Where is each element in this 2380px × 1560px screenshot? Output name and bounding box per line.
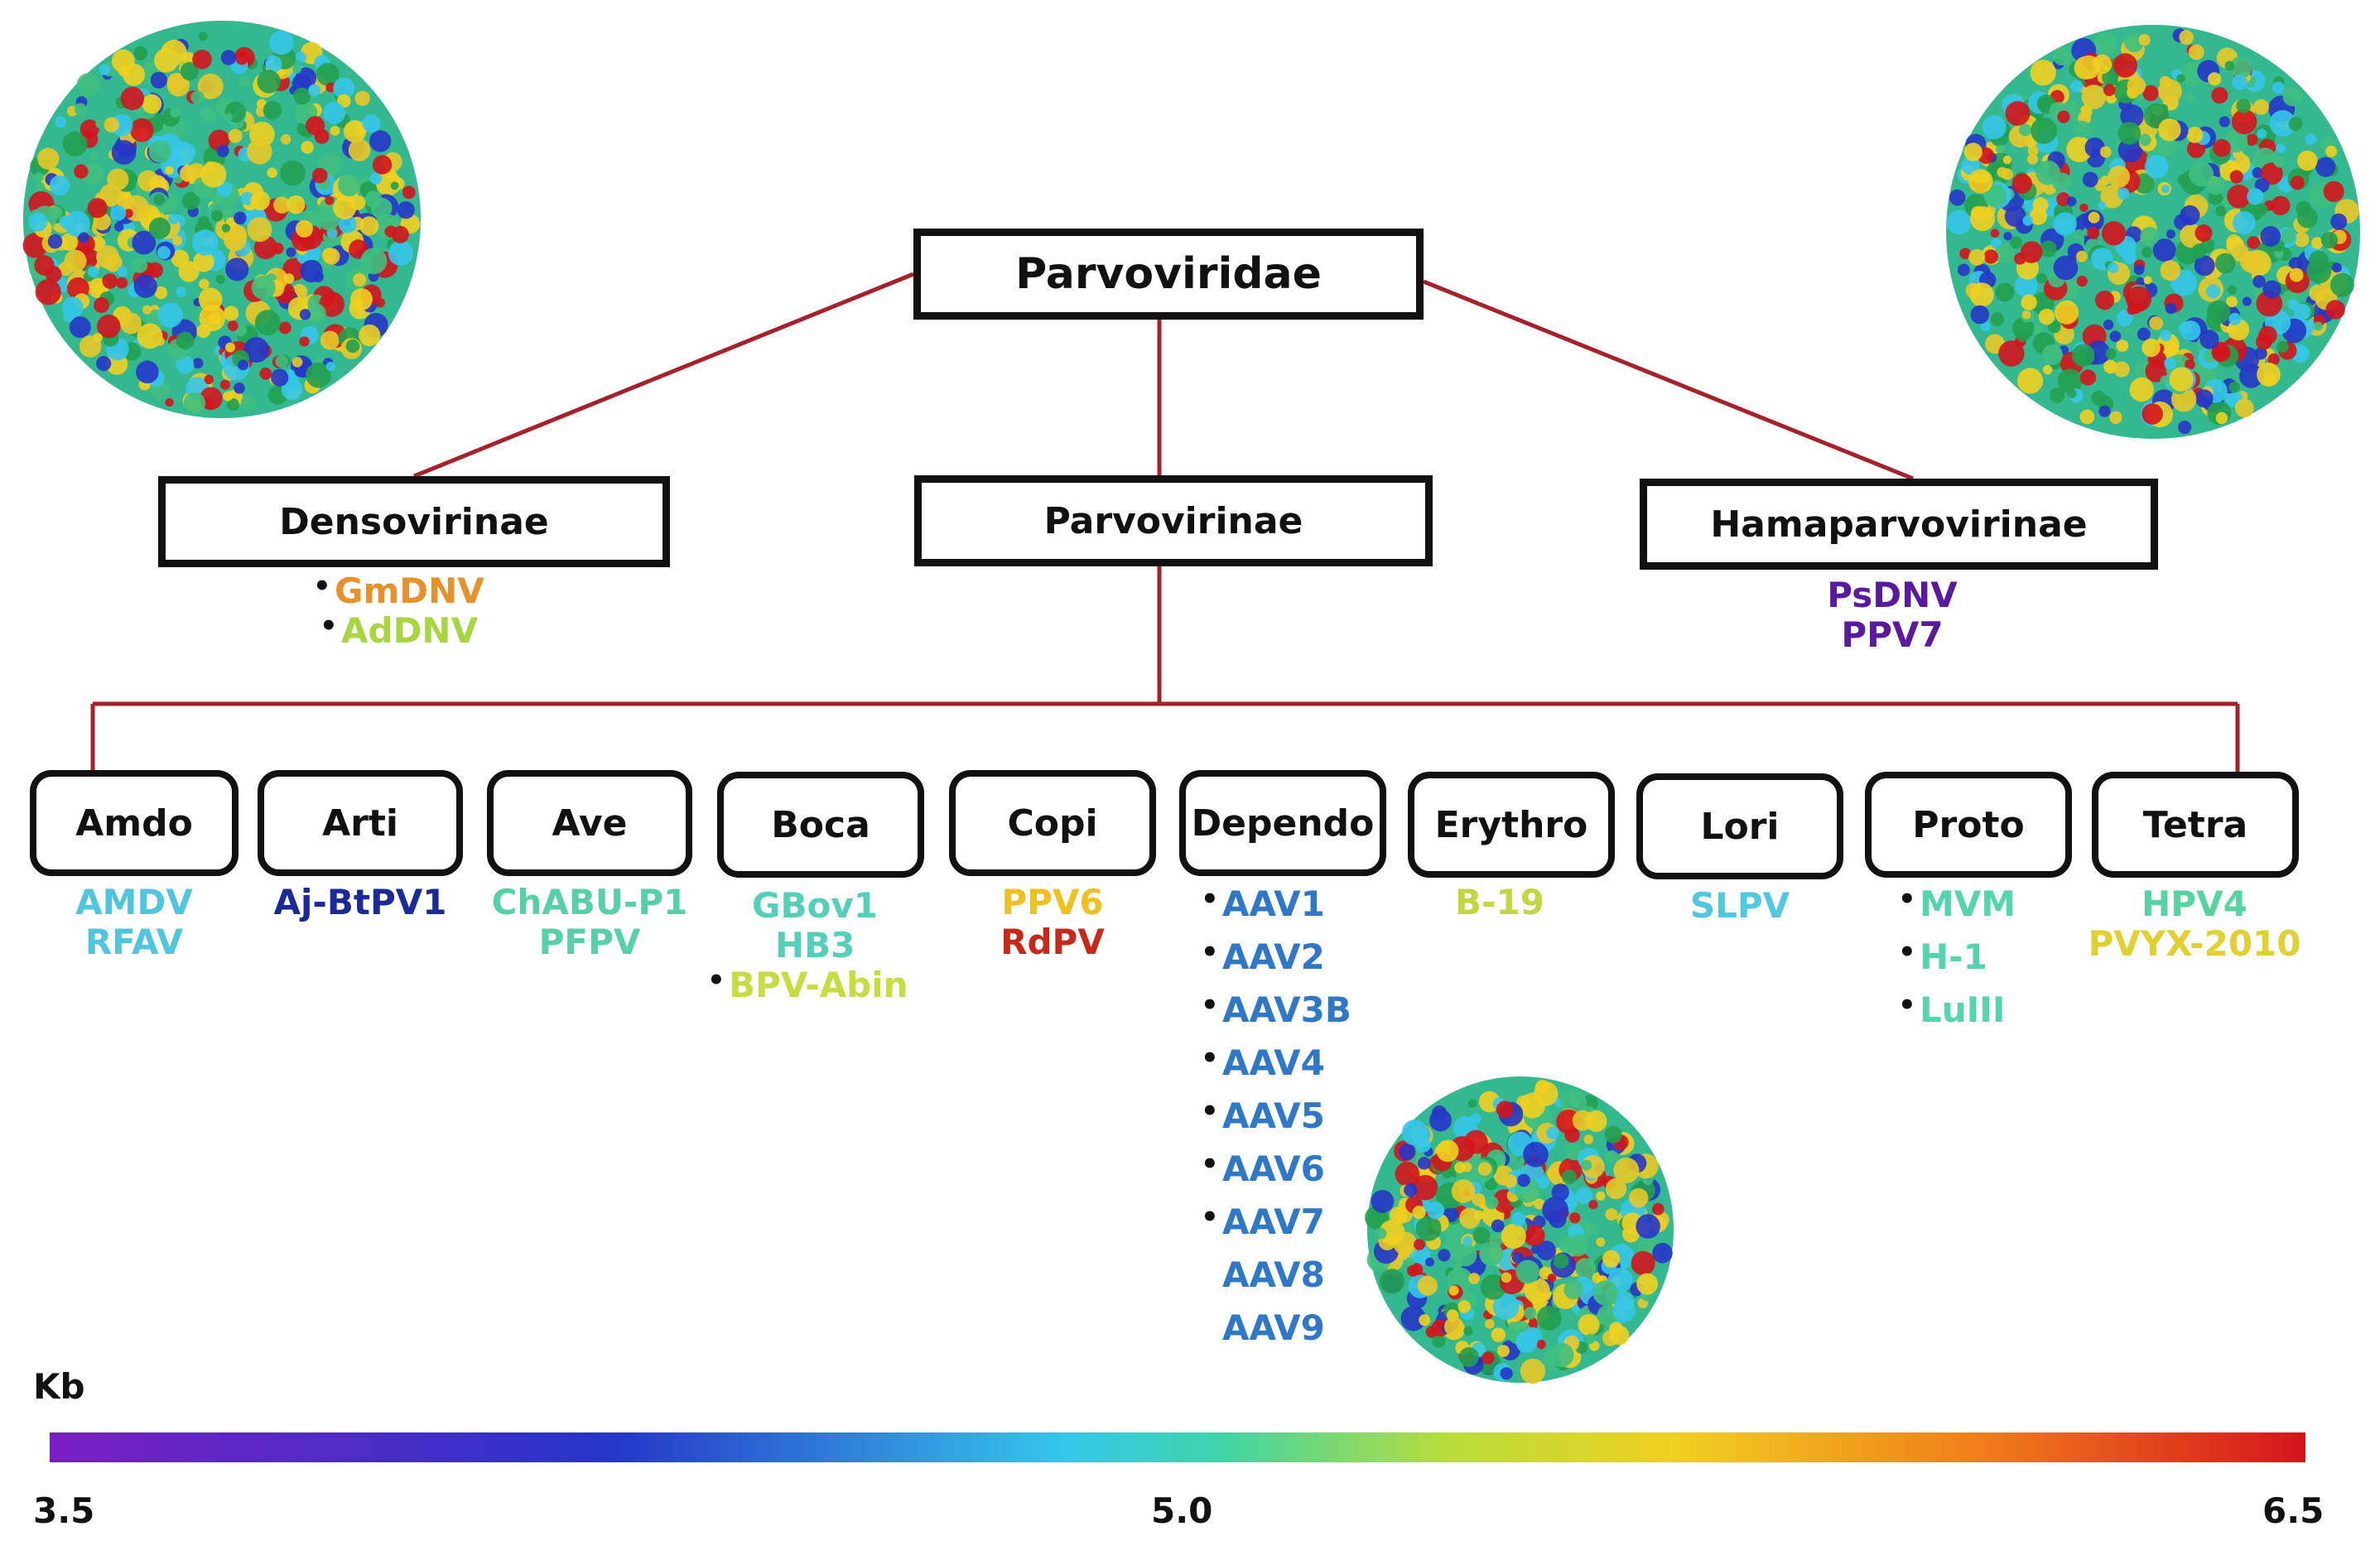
tree-edges (90, 272, 2240, 772)
node-genus-tetra: Tetra (2092, 772, 2299, 878)
member-mvm: MVM (1898, 873, 2016, 931)
dependo-members: AAV1 AAV2 AAV3B AAV4 AAV5 AAV6 AAV7 AAV8… (1201, 873, 1351, 1355)
member-aav8: AAV8 (1222, 1254, 1325, 1295)
tetra-members: HPV4 PVYX-2010 (2070, 884, 2319, 964)
node-densovirinae: Densovirinae (158, 476, 670, 567)
node-genus-lori: Lori (1636, 773, 1843, 879)
node-label: Densovirinae (279, 500, 549, 543)
arti-members: Aj-BtPV1 (248, 883, 472, 922)
node-parvovirinae: Parvovirinae (914, 475, 1433, 566)
node-genus-dependo: Dependo (1179, 770, 1386, 876)
member-hpv4: HPV4 (2142, 884, 2248, 924)
node-genus-ave: Ave (487, 770, 692, 876)
virion-structure-densovirinae (22, 21, 421, 418)
node-label: Lori (1700, 805, 1780, 848)
node-hamaparvovirinae: Hamaparvovirinae (1640, 479, 2158, 570)
node-label: Tetra (2142, 803, 2248, 846)
member-hb3: HB3 (775, 925, 855, 965)
node-genus-erythro: Erythro (1408, 772, 1615, 878)
densovirinae-members: GmDNV AdDNV (313, 566, 484, 651)
node-label: Amdo (75, 802, 193, 845)
node-label: Proto (1912, 803, 2025, 846)
member-gbov1: GBov1 (752, 885, 878, 926)
member-pvyx-2010: PVYX-2010 (2088, 923, 2301, 964)
member-pfpv: PFPV (538, 922, 641, 962)
virion-structure-dependoparvovirus (1365, 1076, 1674, 1384)
node-genus-amdo: Amdo (30, 770, 238, 876)
member-aav5: AAV5 (1201, 1085, 1351, 1143)
scale-tick-min: 3.5 (33, 1490, 95, 1531)
edge-root-to-hamaparvovirinae (1423, 279, 1914, 481)
node-label: Arti (322, 802, 398, 845)
node-genus-copi: Copi (949, 770, 1156, 876)
node-parvoviridae: Parvoviridae (913, 229, 1424, 320)
member-rfav: RFAV (84, 922, 184, 962)
node-label: Ave (552, 802, 628, 845)
node-genus-boca: Boca (717, 772, 924, 878)
member-ppv6: PPV6 (1001, 882, 1104, 922)
node-label: Copi (1007, 802, 1098, 845)
node-label: Parvoviridae (1015, 249, 1322, 299)
edge-root-to-densovirinae (413, 272, 914, 479)
node-label: Parvovirinae (1043, 499, 1303, 542)
member-aav4: AAV4 (1201, 1032, 1351, 1090)
member-aav7: AAV7 (1201, 1191, 1351, 1249)
member-addnv: AdDNV (320, 606, 484, 651)
virion-structures (22, 21, 2360, 1384)
scale-tick-mid: 5.0 (1151, 1490, 1213, 1531)
member-aav2: AAV2 (1201, 926, 1351, 984)
member-bpv-abin: BPV-Abin (707, 961, 908, 1005)
member-luiii: LuIII (1898, 979, 2016, 1037)
member-h-1: H-1 (1898, 926, 2016, 984)
member-gmdnv: GmDNV (313, 566, 484, 611)
ave-members: ChABU-P1 PFPV (475, 883, 704, 962)
member-psdnv: PsDNV (1827, 575, 1958, 615)
virion-structure-hamaparvovirinae (1946, 25, 2360, 439)
boca-members: GBov1 HB3 BPV-Abin (707, 885, 908, 1005)
member-ppv7: PPV7 (1841, 614, 1944, 655)
member-slpv: SLPV (1689, 885, 1790, 926)
node-genus-proto: Proto (1865, 772, 2072, 878)
proto-members: MVM H-1 LuIII (1898, 873, 2016, 1037)
member-rdpv: RdPV (1000, 922, 1105, 962)
member-aav9: AAV9 (1222, 1307, 1325, 1348)
node-label: Hamaparvovirinae (1710, 503, 2088, 546)
member-amdv: AMDV (75, 882, 193, 922)
scale-tick-max: 6.5 (2262, 1490, 2325, 1531)
hamaparvovirinae-members: PsDNV PPV7 (1818, 575, 1967, 655)
member-aj-btpv1: Aj-BtPV1 (273, 882, 447, 922)
member-aav1: AAV1 (1201, 873, 1351, 931)
member-chabu-p1: ChABU-P1 (491, 882, 688, 922)
node-genus-arti: Arti (258, 770, 463, 876)
node-label: Dependo (1191, 802, 1375, 845)
node-label: Erythro (1434, 803, 1588, 846)
lori-members: SLPV (1636, 886, 1843, 926)
genome-size-colorbar (50, 1432, 2305, 1462)
member-b-19: B-19 (1455, 882, 1544, 922)
copi-members: PPV6 RdPV (949, 883, 1156, 962)
node-label: Boca (771, 803, 870, 846)
amdo-members: AMDV RFAV (30, 883, 238, 962)
scale-unit-label: Kb (33, 1366, 85, 1407)
member-aav6: AAV6 (1201, 1138, 1351, 1196)
erythro-members: B-19 (1396, 883, 1603, 922)
member-aav3b: AAV3B (1201, 979, 1351, 1037)
